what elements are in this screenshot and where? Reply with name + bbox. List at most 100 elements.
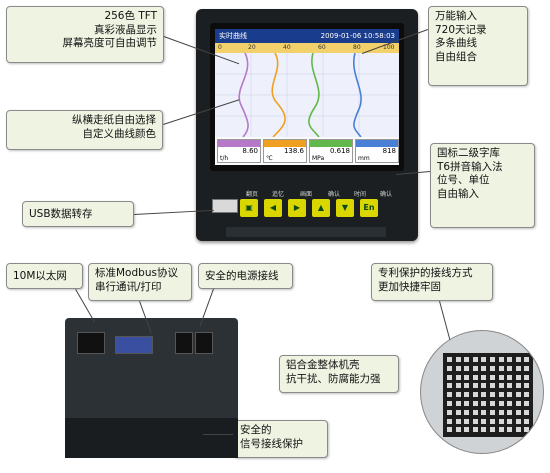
terminal-screw [472, 418, 478, 424]
lcd-screen: 实时曲线 2009-01-06 10:58:03 0 20 40 60 80 1… [215, 29, 399, 165]
channel-unit: t/h [220, 155, 229, 162]
terminal-screw [490, 401, 495, 406]
left-arrow-button[interactable]: ◀ [264, 199, 282, 217]
ethernet-port[interactable] [77, 332, 105, 354]
terminal-screw [447, 383, 452, 389]
channel-box: 0.618 MPa [309, 139, 353, 163]
curves-line-1: 纵横走纸自由选择 [72, 114, 156, 126]
terminal-screw [455, 365, 461, 371]
input-line-2: 720天记录 [435, 23, 487, 36]
display-line-2: 真彩液晶显示 [94, 23, 157, 36]
channel-color-tag [218, 140, 260, 147]
channel-values: 8.60 t/h 138.6 ℃ 0.618 MPa 818 mm [215, 137, 399, 165]
terminal-screw [524, 365, 530, 371]
key-label: 画面 [300, 191, 313, 198]
terminal-screw [472, 383, 478, 389]
ethernet-line-1: 10M以太网 [13, 270, 67, 282]
terminal-screw [524, 374, 530, 380]
enter-button[interactable]: En [360, 199, 378, 217]
channel-color-tag [310, 140, 352, 147]
scale-tick: 100 [383, 44, 395, 51]
display-line-3: 屏幕亮度可自由调节 [62, 37, 158, 49]
power-callout: 安全的电源接线 [198, 263, 293, 289]
page-button[interactable]: ▣ [240, 199, 258, 217]
terminal-screw [490, 418, 495, 424]
terminal-screw [455, 409, 461, 415]
terminal-screw [472, 401, 478, 406]
terminal-screw [507, 392, 513, 398]
terminal-screw [524, 427, 530, 433]
up-arrow-button[interactable]: ▲ [312, 199, 330, 217]
terminal-screw [464, 418, 470, 424]
terminal-screw [481, 365, 487, 371]
rear-housing [65, 318, 238, 458]
input-line-3: 多条曲线 [435, 37, 477, 49]
leader-line [439, 301, 451, 340]
charset-line-1: 国标二级字库 [437, 147, 500, 159]
paperless-recorder: 实时曲线 2009-01-06 10:58:03 0 20 40 60 80 1… [196, 9, 418, 241]
shell-line-2: 抗干扰、防腐能力强 [286, 372, 381, 385]
terminal-screw [515, 409, 521, 415]
input-line-4: 自由组合 [435, 50, 477, 63]
modbus-callout: 标准Modbus协议 串行通讯/打印 [88, 263, 192, 301]
terminal-screw [515, 357, 521, 362]
screen-datetime: 2009-01-06 10:58:03 [320, 32, 395, 40]
scale-tick: 60 [318, 44, 326, 51]
terminal-screw [490, 392, 495, 398]
terminal-screw [481, 418, 487, 424]
terminal-screw [455, 392, 461, 398]
power-terminal-2[interactable] [195, 332, 213, 354]
charset-callout: 国标二级字库 T6拼音输入法 位号、单位 自由输入 [430, 143, 535, 228]
terminal-screw [498, 409, 504, 415]
serial-port[interactable] [115, 336, 153, 354]
modbus-line-1: 标准Modbus协议 [95, 267, 178, 279]
curves-callout: 纵横走纸自由选择 自定义曲线颜色 [6, 110, 163, 150]
screen-bezel: 实时曲线 2009-01-06 10:58:03 0 20 40 60 80 1… [210, 23, 404, 171]
down-arrow-button[interactable]: ▼ [336, 199, 354, 217]
channel-unit: MPa [312, 155, 325, 162]
terminal-screw [447, 357, 452, 362]
terminal-screw [472, 374, 478, 380]
terminal-screw [455, 401, 461, 406]
terminal-screw [490, 357, 495, 362]
scale-tick: 0 [218, 44, 222, 51]
channel-value: 138.6 [283, 147, 304, 155]
key-label: 确认 [380, 191, 393, 198]
terminal-screw [447, 418, 452, 424]
terminal-screw [498, 357, 504, 362]
terminal-screw [464, 357, 470, 362]
terminal-screw [498, 427, 504, 433]
channel-unit: ℃ [266, 155, 273, 162]
terminal-screw [455, 383, 461, 389]
key-label: 翻页 [246, 191, 259, 198]
channel-box: 818 mm [355, 139, 399, 163]
terminal-screw [455, 427, 461, 433]
leader-line [203, 434, 233, 435]
trend-plot [215, 53, 399, 137]
screen-status-bar: 实时曲线 2009-01-06 10:58:03 [215, 29, 399, 43]
screen-title: 实时曲线 [219, 32, 247, 40]
scale-tick: 20 [248, 44, 256, 51]
front-stand [226, 227, 386, 237]
signal-callout: 安全的 信号接线保护 [233, 420, 328, 458]
terminal-screw [507, 365, 513, 371]
signal-cover [65, 418, 238, 458]
terminal-screw [447, 365, 452, 371]
channel-unit: mm [358, 155, 370, 162]
right-arrow-button[interactable]: ▶ [288, 199, 306, 217]
key-label: 追忆 [272, 191, 285, 198]
terminal-screw [464, 401, 470, 406]
terminal-screw [515, 418, 521, 424]
terminal-screw [447, 409, 452, 415]
scale-tick: 80 [353, 44, 361, 51]
terminal-screw [507, 409, 513, 415]
shell-callout: 铝合金整体机壳 抗干扰、防腐能力强 [279, 355, 399, 393]
usb-port[interactable] [212, 199, 238, 213]
terminal-screw [472, 357, 478, 362]
terminal-screw [455, 418, 461, 424]
curve-green [308, 53, 320, 137]
power-terminal-1[interactable] [175, 332, 193, 354]
signal-line-2: 信号接线保护 [240, 437, 303, 450]
terminal-screw [515, 427, 521, 433]
terminal-screw [472, 409, 478, 415]
